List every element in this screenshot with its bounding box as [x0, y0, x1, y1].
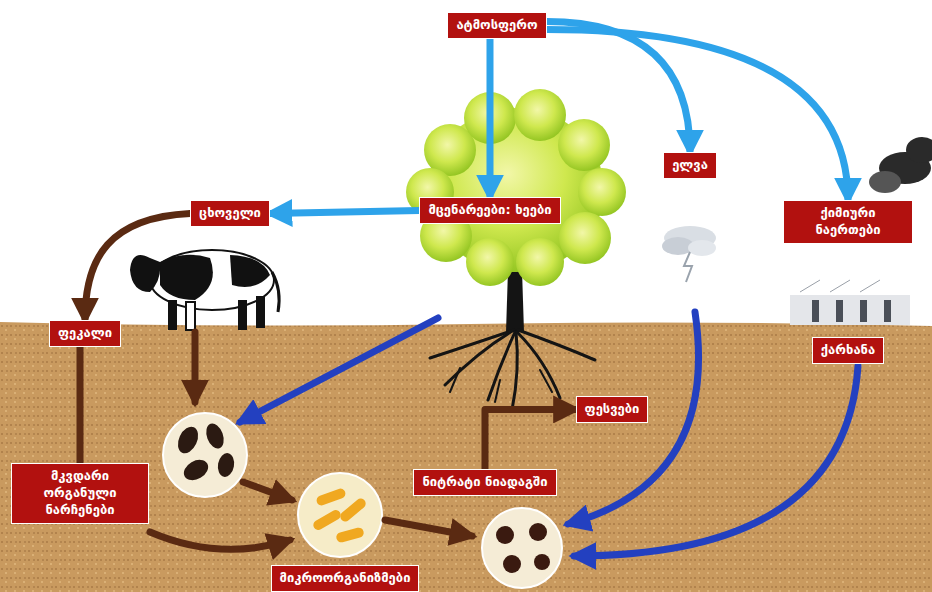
- flow-arrow: [240, 318, 438, 422]
- smoke: [869, 137, 932, 193]
- flow-arrow: [77, 347, 84, 463]
- label-text: ელვა: [672, 157, 708, 174]
- label-box: ცხოველი: [190, 200, 270, 227]
- flow-arrow: [385, 520, 472, 536]
- label-text: ქარხანა: [821, 342, 875, 359]
- flow-arrow: [150, 532, 290, 549]
- lightning-illustration: [662, 226, 716, 282]
- label-box: ელვა: [663, 152, 717, 179]
- label-text: მკვდარი ორგანული ნარჩენები: [20, 468, 140, 519]
- label-text: ნიტრატი ნიადაგში: [422, 474, 547, 491]
- microbe-circle: [163, 413, 247, 497]
- factory-illustration: [790, 280, 910, 325]
- label-box: ქარხანა: [812, 337, 884, 364]
- flow-arrow: [547, 29, 848, 200]
- flow-arrow: [243, 482, 292, 500]
- label-text: ფეკალი: [58, 325, 112, 342]
- tree-illustration: [406, 89, 626, 410]
- label-box: ფესვები: [576, 396, 649, 423]
- flow-arrow: [568, 312, 699, 524]
- flow-arrow: [486, 39, 493, 197]
- label-box: ქიმიური ნაერთები: [783, 200, 913, 244]
- label-box: მკვდარი ორგანული ნარჩენები: [11, 463, 149, 524]
- label-box: მიკროორგანიზმები: [271, 565, 420, 592]
- microbe-circle: [482, 508, 562, 588]
- flow-arrow: [485, 409, 576, 469]
- label-text: ცხოველი: [199, 205, 261, 222]
- flow-arrow: [192, 332, 199, 402]
- label-text: ქიმიური ნაერთები: [792, 205, 904, 239]
- label-text: ფესვები: [585, 401, 640, 418]
- cow-illustration: [130, 250, 279, 330]
- label-box: ატმოსფერო: [447, 12, 546, 39]
- flow-arrow: [270, 210, 419, 213]
- microbe-circle: [298, 473, 382, 557]
- label-text: მიკროორგანიზმები: [280, 570, 411, 587]
- label-text: ატმოსფერო: [456, 17, 537, 34]
- label-text: მცენარეები: ხეები: [428, 202, 551, 219]
- soil: [0, 322, 932, 592]
- flow-arrow: [85, 213, 190, 320]
- flow-arrow: [574, 366, 858, 556]
- label-box: ნიტრატი ნიადაგში: [413, 469, 556, 496]
- label-box: მცენარეები: ხეები: [419, 197, 560, 224]
- label-box: ფეკალი: [49, 320, 121, 347]
